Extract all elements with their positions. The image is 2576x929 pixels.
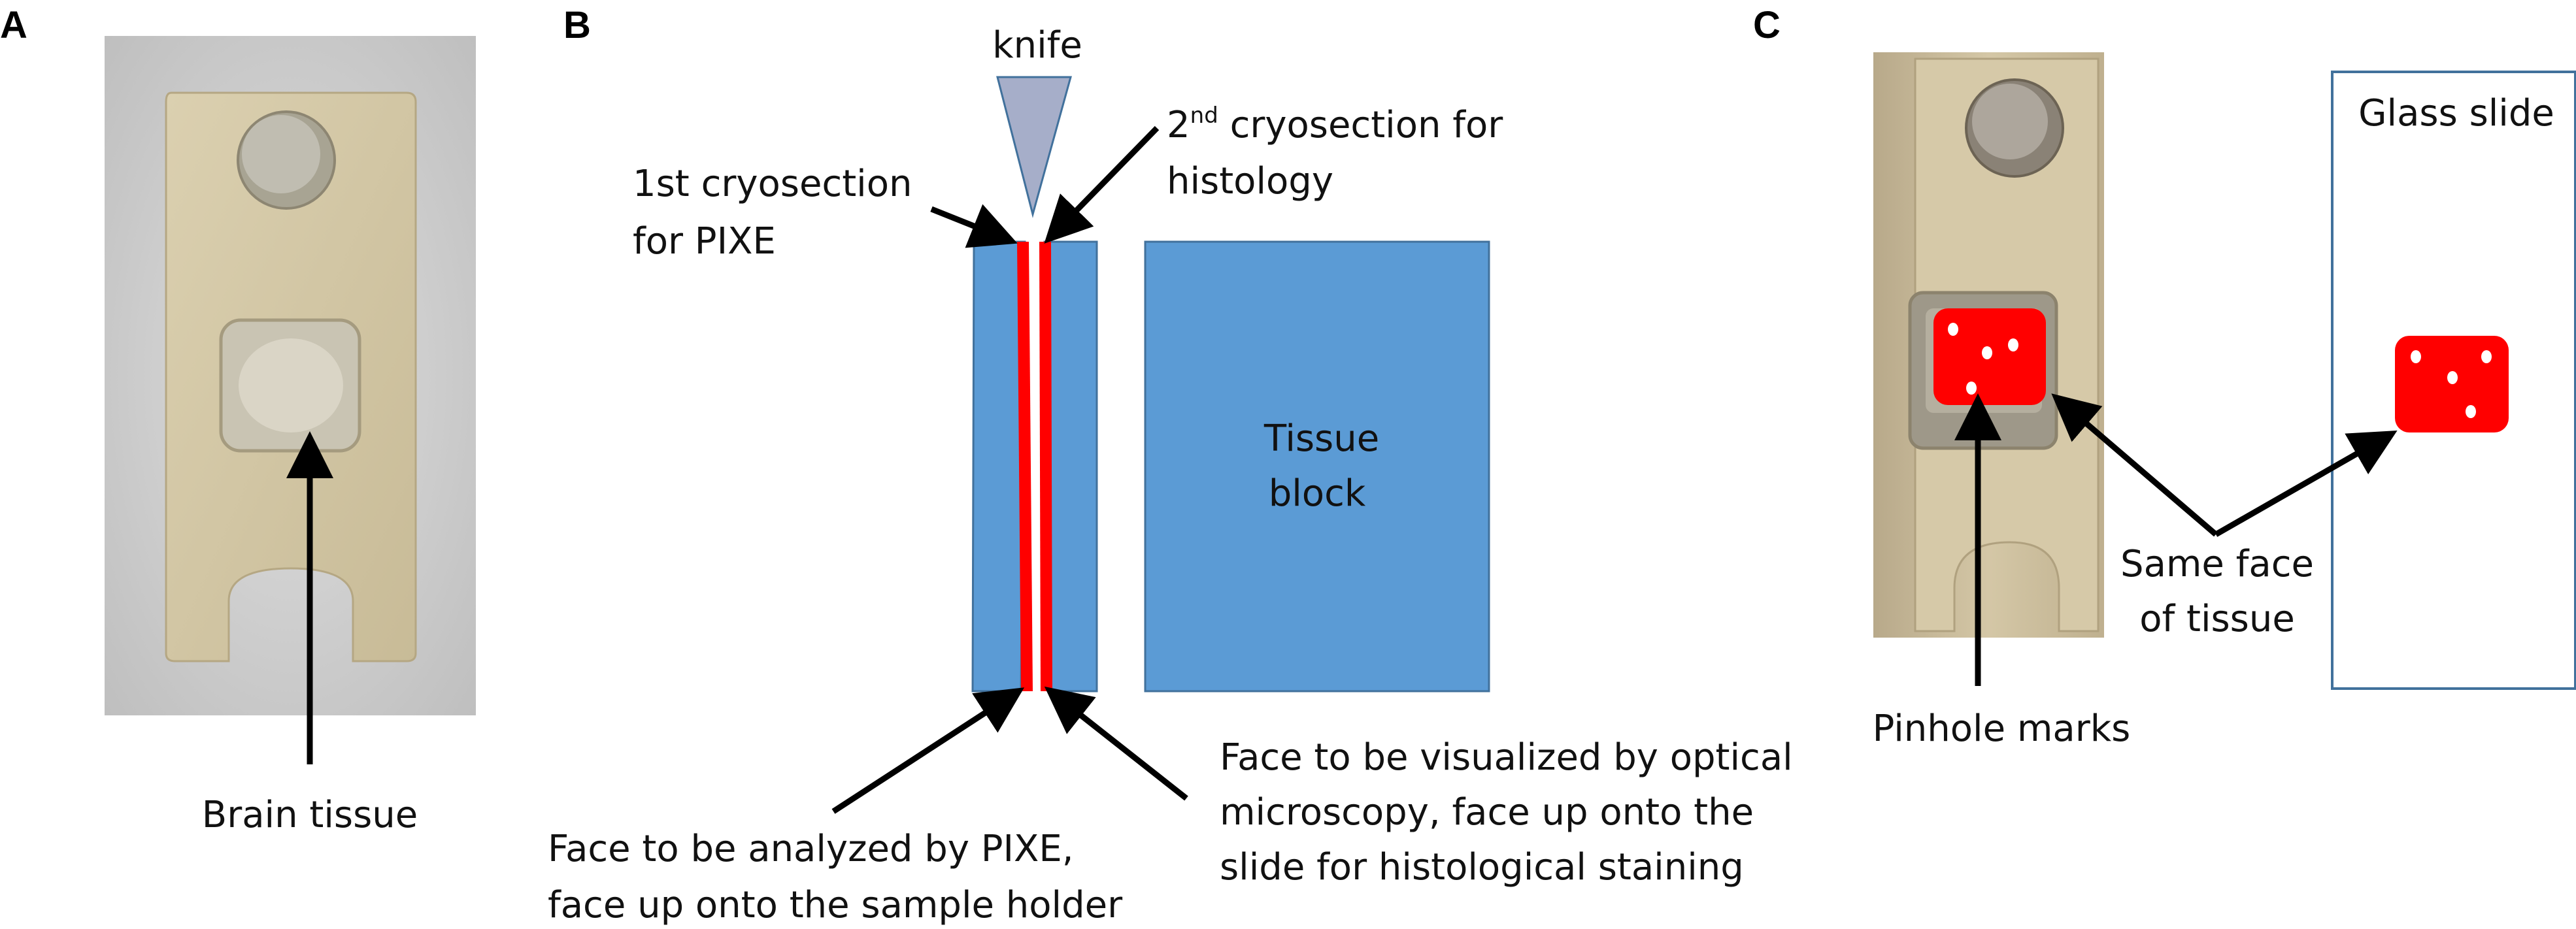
panel-a-letter: A — [0, 4, 27, 46]
glass-slide-label: Glass slide — [2358, 92, 2554, 135]
pixe-face-label-line2: face up onto the sample holder — [548, 884, 1123, 926]
arrow-same-face-slide — [2214, 431, 2398, 537]
panel-b-letter: B — [563, 4, 591, 46]
pinhole-2 — [1982, 346, 1992, 359]
same-face-label-line2: of tissue — [2139, 598, 2295, 640]
slide-pinhole-4 — [2466, 405, 2476, 418]
tissue-block-label-line1: Tissue — [1263, 417, 1379, 460]
knife-label: knife — [992, 24, 1082, 67]
cryosection-2-histology — [1039, 242, 1052, 691]
panel-a: A Brain tissue — [0, 4, 476, 836]
slide-pinhole-3 — [2447, 371, 2458, 384]
knife-icon — [996, 76, 1072, 218]
tissue-section-on-slide — [2395, 336, 2509, 432]
pixe-face-label-line1: Face to be analyzed by PIXE, — [548, 828, 1074, 870]
pinhole-1 — [1948, 323, 1958, 336]
panel-c-letter: C — [1753, 4, 1781, 46]
arrow-same-face-holder — [2051, 393, 2218, 537]
brain-tissue-sample — [239, 338, 343, 432]
cryosection-1-pixe — [1017, 242, 1033, 691]
sample-holder-photo-a — [105, 36, 476, 764]
pinhole-4 — [1966, 382, 1977, 395]
optical-face-label-line1: Face to be visualized by optical — [1220, 736, 1793, 779]
same-face-label-line1: Same face — [2120, 543, 2314, 585]
pinhole-3 — [2008, 338, 2018, 351]
tissue-block — [1144, 240, 1490, 693]
section2-label-line2: histology — [1167, 160, 1333, 203]
slide-pinhole-1 — [2411, 350, 2421, 363]
panel-b: B knife Tissue block 1st cryosection for… — [548, 4, 1793, 926]
section2-label-line1: 2nd cryosection for — [1167, 103, 1503, 146]
cut-tissue-slab-right — [1043, 240, 1098, 693]
pinhole-marks-label: Pinhole marks — [1873, 708, 2131, 750]
brain-tissue-label: Brain tissue — [202, 794, 418, 836]
arrow-pixe-face — [831, 687, 1025, 814]
arrow-section1 — [930, 204, 1018, 248]
tissue-block-label-line2: block — [1269, 472, 1366, 515]
section1-label-line2: for PIXE — [633, 220, 776, 263]
arrow-optical-face — [1044, 686, 1188, 801]
optical-face-label-line3: slide for histological staining — [1220, 846, 1744, 888]
slide-pinhole-2 — [2481, 350, 2492, 363]
sample-holder-photo-c — [1873, 52, 2104, 638]
section1-label-line1: 1st cryosection — [633, 163, 912, 205]
cut-tissue-slab — [971, 240, 1026, 693]
panel-c: C Glass slide Same face of tissue — [1753, 4, 2576, 750]
arrow-section2 — [1044, 125, 1160, 244]
optical-face-label-line2: microscopy, face up onto the — [1220, 791, 1754, 834]
